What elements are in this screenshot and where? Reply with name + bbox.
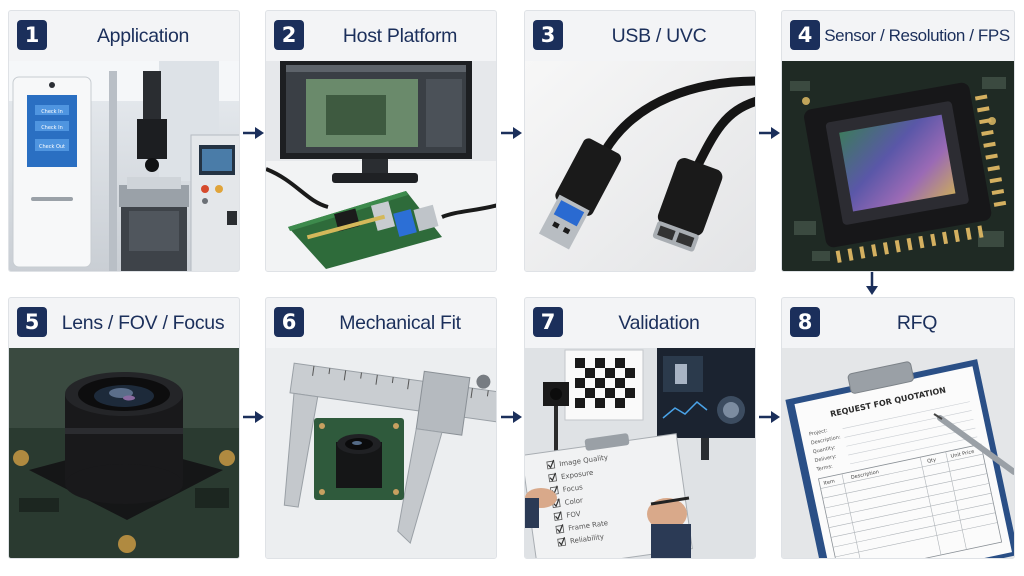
step-number-badge: 2 [274, 20, 304, 50]
step-title: Validation [618, 311, 700, 334]
application-photo: Check In Check In Check Out [9, 61, 239, 271]
flow-arrow-1-to-2 [243, 126, 265, 140]
rfq-clipboard: REQUEST FOR QUOTATION Project: Descripti… [785, 359, 1014, 558]
step-title: Application [96, 24, 190, 47]
step-title: Host Platform [342, 24, 458, 47]
lens-photo [9, 348, 239, 558]
flow-arrow-3-to-4 [759, 126, 781, 140]
step-card-sensor: 4 Sensor / Resolution / FPS [781, 10, 1015, 272]
step-number-badge: 1 [17, 20, 47, 50]
flow-arrow-4-to-8 [865, 272, 879, 296]
micro-b-connector [652, 158, 723, 252]
step-title: Lens / FOV / Focus [61, 311, 225, 334]
step-title: USB / UVC [611, 24, 707, 47]
control-panel [190, 134, 239, 271]
checklist-item: Focus [562, 483, 583, 494]
flow-arrow-6-to-7 [501, 410, 523, 424]
host-platform-photo [266, 61, 496, 271]
rfq-column-header: Qty [927, 457, 937, 465]
kiosk-button-label: Check In [41, 125, 63, 131]
flow-arrow-2-to-3 [501, 126, 523, 140]
checklist-clipboard: Image Quality Exposure Focus Color FOV F… [525, 433, 693, 558]
rfq-column-header: Description [850, 469, 879, 481]
step-number-badge: 7 [533, 307, 563, 337]
rfq-field-label: Delivery: [814, 454, 837, 465]
checklist-item: FOV [566, 510, 581, 520]
image-sensor-photo [782, 61, 1014, 271]
caliper-photo [266, 348, 496, 558]
step-card-mechanical-fit: 6 Mechanical Fit [265, 297, 497, 559]
rfq-column-header: Unit Price [950, 449, 975, 460]
checkerboard-target [564, 349, 644, 421]
caliper [283, 362, 496, 544]
kiosk-button-label: Check In [41, 109, 63, 115]
step-title: Mechanical Fit [339, 311, 461, 334]
rfq-column-header: Item [823, 478, 836, 486]
rfq-field-label: Terms: [815, 464, 834, 474]
rfq-field-label: Project: [809, 428, 829, 438]
monitor [280, 61, 472, 183]
step-title: RFQ [896, 311, 938, 334]
step-card-validation: 7 Validation [524, 297, 756, 559]
rfq-field-label: Quantity: [812, 445, 836, 456]
step-header: 6 Mechanical Fit [266, 298, 496, 348]
step-header: 2 Host Platform [266, 11, 496, 61]
kiosk: Check In Check In Check Out [12, 76, 92, 268]
usb-cable-photo [525, 61, 755, 271]
step-number-badge: 3 [533, 20, 563, 50]
lens-barrel [65, 372, 183, 504]
usb-a-connector [538, 138, 622, 250]
sensor-chip [804, 82, 1007, 263]
step-number-badge: 5 [17, 307, 47, 337]
pen-icon [933, 413, 1014, 475]
single-board-computer [288, 191, 442, 269]
step-card-lens: 5 Lens / FOV / Focus [8, 297, 240, 559]
step-header: 3 USB / UVC [525, 11, 755, 61]
rfq-photo: REQUEST FOR QUOTATION Project: Descripti… [782, 348, 1014, 558]
step-card-application: 1 Application Check In Check I [8, 10, 240, 272]
step-header: 8 RFQ [782, 298, 1014, 348]
step-number-badge: 6 [274, 307, 304, 337]
flow-arrow-5-to-6 [243, 410, 265, 424]
step-number-badge: 4 [790, 20, 820, 50]
step-header: 4 Sensor / Resolution / FPS [782, 11, 1014, 61]
step-header: 7 Validation [525, 298, 755, 348]
step-card-host-platform: 2 Host Platform [265, 10, 497, 272]
checklist-item: Color [564, 496, 583, 506]
analysis-monitor [657, 348, 755, 460]
step-title: Sensor / Resolution / FPS [824, 26, 1010, 45]
validation-photo: Image Quality Exposure Focus Color FOV F… [525, 348, 755, 558]
step-header: 1 Application [9, 11, 239, 61]
step-number-badge: 8 [790, 307, 820, 337]
inspection-rig [119, 71, 189, 271]
step-card-rfq: 8 RFQ REQUEST FOR QUOTATION Project: Des… [781, 297, 1015, 559]
kiosk-button-label: Check Out [39, 144, 65, 150]
step-card-usb-uvc: 3 USB / UVC [524, 10, 756, 272]
camera-module [314, 418, 404, 500]
flow-arrow-7-to-8 [759, 410, 781, 424]
step-header: 5 Lens / FOV / Focus [9, 298, 239, 348]
